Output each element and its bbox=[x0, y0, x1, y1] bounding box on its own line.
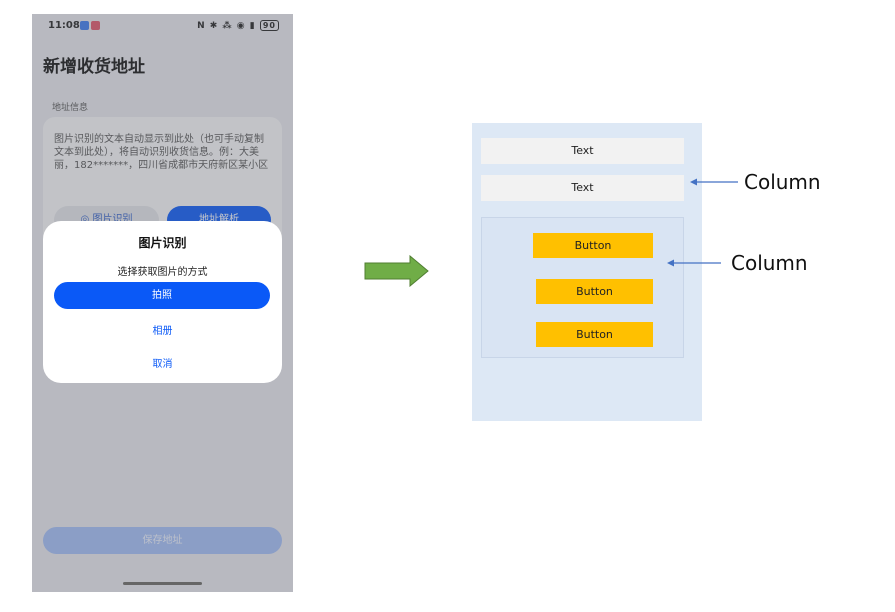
button-box: Button bbox=[536, 279, 653, 304]
page-title: 新增收货地址 bbox=[43, 57, 145, 77]
home-indicator[interactable] bbox=[123, 582, 202, 585]
text-box: Text bbox=[481, 138, 684, 164]
camera-icon: ◎ bbox=[80, 214, 90, 225]
section-label: 地址信息 bbox=[52, 103, 89, 113]
column-label: Column bbox=[744, 170, 821, 194]
status-icons: N ✱ ⁂ ◉ ▮ 90 bbox=[197, 20, 279, 31]
take-photo-button[interactable]: 拍照 bbox=[54, 282, 270, 309]
cancel-button[interactable]: 取消 bbox=[152, 359, 173, 370]
album-button[interactable]: 相册 bbox=[152, 326, 173, 337]
address-hint-text: 图片识别的文本自动显示到此处（也可手动复制文本到此处），将自动识别收货信息。例：… bbox=[54, 134, 269, 171]
save-address-button[interactable]: 保存地址 bbox=[43, 527, 282, 554]
pointer-arrow-icon bbox=[667, 259, 721, 267]
dialog-title: 图片识别 bbox=[138, 236, 187, 250]
status-bar: 11:08 N ✱ ⁂ ◉ ▮ 90 bbox=[32, 14, 293, 40]
battery-icon: 90 bbox=[259, 20, 279, 31]
system-status-icons: N ✱ ⁂ ◉ ▮ bbox=[197, 21, 256, 31]
inner-column-box: Button Button Button bbox=[481, 217, 684, 358]
button-box: Button bbox=[533, 233, 653, 258]
button-box: Button bbox=[536, 322, 653, 347]
image-recognition-dialog: 图片识别 选择获取图片的方式 拍照 相册 取消 bbox=[43, 221, 282, 383]
text-box: Text bbox=[481, 175, 684, 201]
phone-screen: 11:08 N ✱ ⁂ ◉ ▮ 90 新增收货地址 地址信息 图片识别的文本自动… bbox=[32, 14, 293, 592]
status-time: 11:08 bbox=[48, 20, 80, 31]
outer-column-box: Text Text Button Button Button bbox=[472, 123, 702, 421]
dialog-subtitle: 选择获取图片的方式 bbox=[117, 267, 208, 278]
right-arrow-icon bbox=[364, 255, 429, 287]
pointer-arrow-icon bbox=[690, 178, 738, 186]
app-notification-icon bbox=[91, 21, 100, 30]
app-notification-icon bbox=[80, 21, 89, 30]
column-label: Column bbox=[731, 251, 808, 275]
image-recognize-label: 图片识别 bbox=[92, 214, 133, 225]
